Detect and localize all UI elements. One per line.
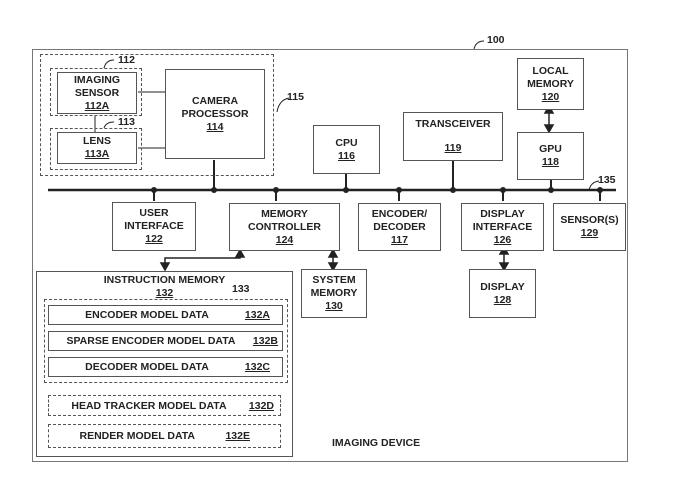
gpu-block: GPU 118 (517, 132, 584, 180)
lens-group (50, 128, 142, 170)
bus-ref: 135 (598, 174, 616, 186)
device-label: IMAGING DEVICE (332, 437, 421, 449)
leader-135 (588, 180, 600, 191)
display-block: DISPLAY 128 (469, 269, 536, 318)
model-data-row-sparse-encoder: SPARSE ENCODER MODEL DATA 132B (48, 331, 283, 351)
cpu-block: CPU 116 (313, 125, 380, 174)
model-data-group (44, 299, 288, 383)
model-data-row-encoder: ENCODER MODEL DATA 132A (48, 305, 283, 325)
imaging-sensor-block: IMAGING SENSOR 112A (57, 72, 137, 114)
model-data-row-head-tracker: HEAD TRACKER MODEL DATA 132D (48, 395, 281, 416)
camera-processor-block: CAMERA PROCESSOR 114 (165, 69, 265, 159)
transceiver-block: TRANSCEIVER 119 (403, 112, 503, 161)
user-interface-block: USER INTERFACE 122 (112, 202, 196, 251)
model-data-row-decoder: DECODER MODEL DATA 132C (48, 357, 283, 377)
leader-112 (103, 59, 115, 69)
system-memory-block: SYSTEM MEMORY 130 (301, 269, 367, 318)
leader-115 (276, 97, 290, 113)
imaging-sensor-group-ref: 112 (118, 54, 135, 66)
lens-group-ref: 113 (118, 116, 135, 128)
sensors-block: SENSOR(S) 129 (553, 203, 626, 251)
memory-controller-block: MEMORY CONTROLLER 124 (229, 203, 340, 251)
lens-block: LENS 113A (57, 132, 137, 164)
imaging-device-boundary (32, 49, 628, 462)
model-data-row-render: RENDER MODEL DATA 132E (48, 424, 281, 448)
camera-module-group (40, 54, 274, 176)
instruction-memory-block: INSTRUCTION MEMORY 132 (36, 271, 293, 457)
device-ref: 100 (487, 34, 505, 46)
imaging-sensor-group (50, 68, 142, 116)
leader-100 (473, 40, 485, 50)
display-interface-block: DISPLAY INTERFACE 126 (461, 203, 544, 251)
encoder-decoder-block: ENCODER/ DECODER 117 (358, 203, 441, 251)
camera-module-ref: 115 (287, 91, 304, 103)
local-memory-block: LOCAL MEMORY 120 (517, 58, 584, 110)
leader-113 (103, 121, 115, 129)
model-data-group-ref: 133 (232, 283, 250, 295)
